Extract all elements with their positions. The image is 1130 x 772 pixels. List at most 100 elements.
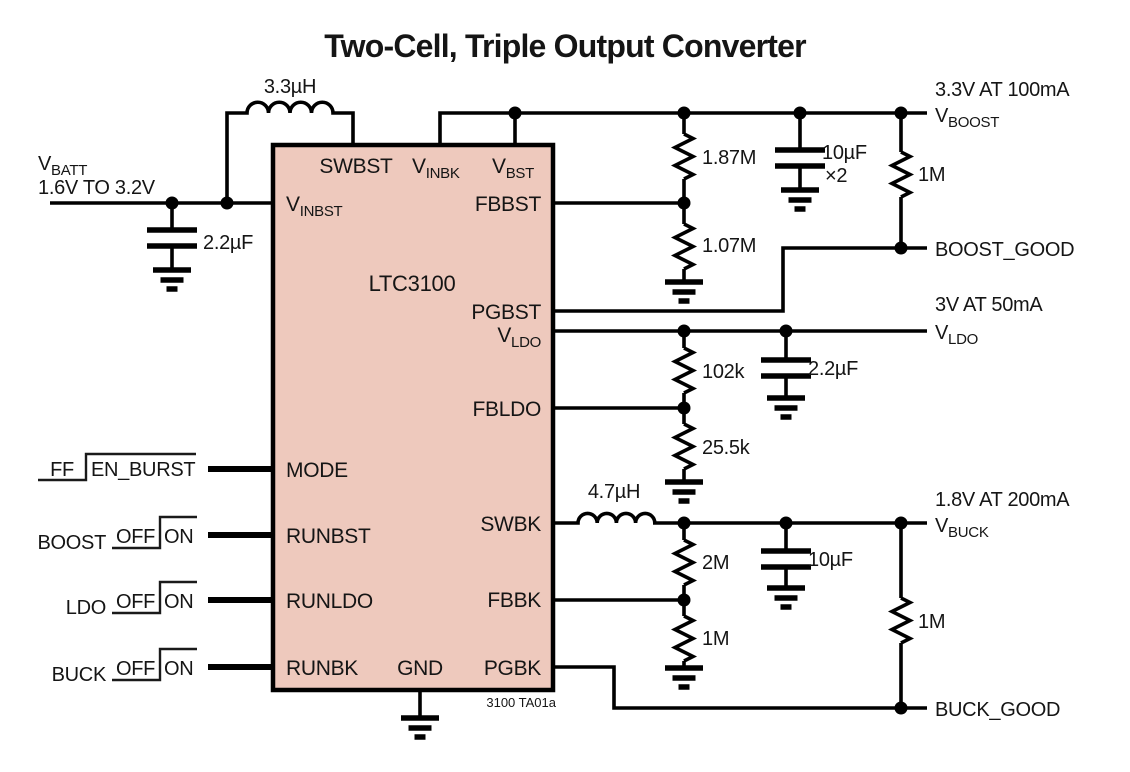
pin-runbk: RUNBK — [286, 657, 358, 680]
vldo-out-sub: LDO — [948, 331, 978, 348]
run-ldo-label: LDO — [66, 597, 106, 619]
pin-fbbk: FBBK — [487, 589, 541, 612]
pin-vbst-sub: BST — [506, 165, 534, 182]
runldo-level-symbol — [112, 580, 197, 615]
capacitor-buck — [761, 551, 811, 567]
vbatt-range-label: 1.6V TO 3.2V — [38, 177, 156, 199]
run-ldo-on-label: ON — [164, 591, 193, 613]
junction-dot — [220, 196, 234, 210]
capacitor-boost — [775, 150, 825, 166]
junction-dot — [508, 106, 522, 120]
pin-swbk: SWBK — [480, 513, 541, 536]
pin-vldo: VLDO — [497, 324, 541, 351]
runbk-level-symbol — [112, 647, 197, 682]
junction-dot — [165, 196, 179, 210]
junction-dot — [894, 106, 908, 120]
ground-cbuck — [767, 588, 805, 607]
junction-dot — [894, 241, 908, 255]
wire-pgbst-boostgood — [553, 246, 927, 313]
pin-vinbk-sub: INBK — [426, 165, 460, 182]
ground-cboost — [781, 190, 819, 209]
junction-dot — [779, 324, 793, 338]
ic-body — [270, 142, 556, 693]
ground-cvbatt — [153, 270, 191, 289]
junction-dots — [165, 106, 908, 715]
ground-buck-fb — [665, 668, 703, 687]
vldo-out-label: VLDO — [935, 322, 978, 348]
inductor-buck — [553, 511, 927, 525]
capacitor-ldo — [761, 360, 811, 376]
r-buck-pg-value: 1M — [918, 611, 945, 633]
junction-dot — [677, 401, 691, 415]
buck-good-label: BUCK_GOOD — [935, 699, 1060, 721]
run-boost-off-label: OFF — [116, 526, 155, 548]
vbatt-main: V — [38, 153, 52, 175]
pin-gnd: GND — [397, 657, 443, 680]
junction-dot — [677, 593, 691, 607]
r-boost-fb-top-value: 1.87M — [702, 147, 756, 169]
junction-dot — [894, 701, 908, 715]
vboost-label: VBOOST — [935, 105, 999, 131]
vboost-main: V — [935, 105, 949, 127]
run-buck-on-label: ON — [164, 658, 193, 680]
pin-vldo-sub: LDO — [511, 334, 541, 351]
resistor-ldo-fb-bot — [673, 422, 695, 471]
page-title: Two-Cell, Triple Output Converter — [324, 28, 806, 64]
boost-rating-label: 3.3V AT 100mA — [935, 79, 1070, 101]
run-buck-label: BUCK — [52, 664, 107, 686]
r-ldo-fb-top-value: 102k — [702, 361, 745, 383]
vldo-out-main: V — [935, 322, 949, 344]
ic-name: LTC3100 — [369, 271, 456, 296]
junction-dot — [779, 516, 793, 530]
mode-level-symbol — [38, 452, 196, 482]
ground-boost-fb — [665, 282, 703, 301]
r-buck-fb-bot-value: 1M — [702, 628, 729, 650]
c-ldo-value: 2.2µF — [808, 358, 858, 380]
mode-high-label: EN_BURST — [91, 459, 195, 481]
resistor-boost-pg — [890, 150, 912, 199]
r-buck-fb-top-value: 2M — [702, 552, 729, 574]
pin-pgbst: PGBST — [471, 301, 541, 324]
vbatt-sub: BATT — [51, 162, 87, 179]
junction-dot — [894, 516, 908, 530]
pin-vbst-main: V — [492, 155, 506, 178]
figure-caption: 3100 TA01a — [486, 695, 556, 710]
resistor-buck-fb-top — [673, 538, 695, 587]
l-boost-value: 3.3µH — [264, 76, 316, 98]
pin-runldo: RUNLDO — [286, 590, 373, 613]
buck-rating-label: 1.8V AT 200mA — [935, 489, 1070, 511]
l-buck-value: 4.7µH — [588, 481, 640, 503]
junction-dot — [677, 196, 691, 210]
capacitor-vbatt — [147, 230, 197, 246]
vbuck-sub: BUCK — [948, 524, 989, 541]
pin-vinbst-sub: INBST — [300, 203, 343, 220]
r-boost-fb-bot-value: 1.07M — [702, 235, 756, 257]
run-boost-label: BOOST — [37, 532, 106, 554]
vboost-sub: BOOST — [948, 114, 999, 131]
pin-runbst: RUNBST — [286, 525, 371, 548]
run-boost-on-label: ON — [164, 526, 193, 548]
r-boost-pg-value: 1M — [918, 164, 945, 186]
vbuck-label: VBUCK — [935, 515, 989, 541]
ground-cldo — [767, 398, 805, 417]
junction-dot — [677, 106, 691, 120]
resistor-boost-fb-bot — [673, 222, 695, 271]
resistor-buck-fb-bot — [673, 614, 695, 663]
boost-good-label: BOOST_GOOD — [935, 239, 1074, 261]
c-buck-value: 10µF — [808, 549, 853, 571]
runbst-level-symbol — [112, 515, 197, 550]
wire-pgbk-buckgood — [553, 665, 927, 710]
vbatt-label: VBATT — [38, 153, 87, 179]
pin-vldo-main: V — [497, 324, 511, 347]
pin-fbbst: FBBST — [475, 193, 542, 216]
resistor-buck-pg — [890, 596, 912, 645]
junction-dot — [677, 324, 691, 338]
c-boost-qty: ×2 — [825, 165, 847, 187]
pin-vinbst: VINBST — [286, 193, 343, 220]
resistor-boost-fb-top — [673, 132, 695, 181]
vbuck-main: V — [935, 515, 949, 537]
ground-ic — [401, 718, 439, 737]
mode-low-label: FF — [50, 459, 74, 481]
junction-dot — [793, 106, 807, 120]
